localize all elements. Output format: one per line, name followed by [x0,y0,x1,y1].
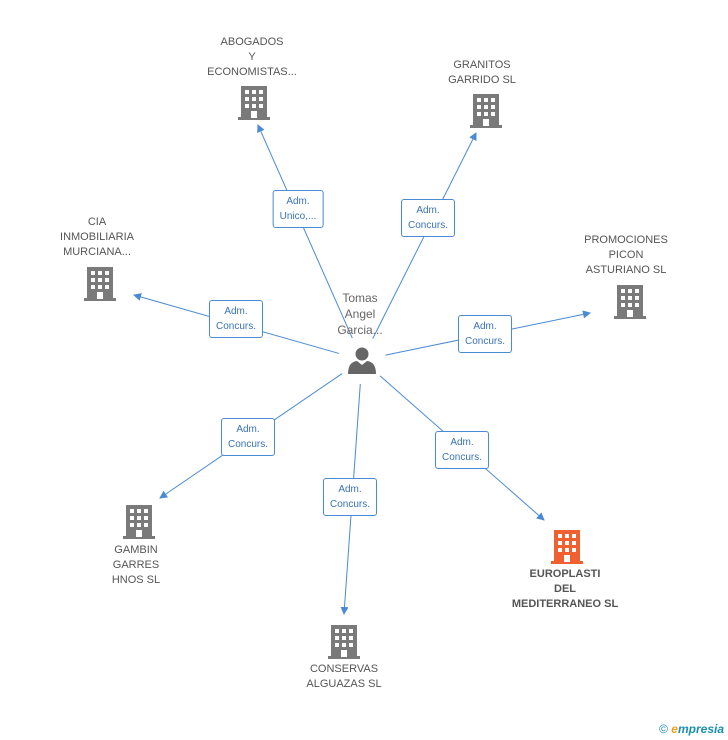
brand-logo-e: e [671,722,678,736]
edge-label-promociones: Adm. Concurs. [457,315,513,353]
edge-label-conservas: Adm. Concurs. [322,478,378,516]
node-label-promociones[interactable]: PROMOCIONES PICON ASTURIANO SL [584,234,668,276]
node-label-europlasti[interactable]: EUROPLASTI DEL MEDITERRANEO SL [511,568,619,610]
building-icon[interactable] [470,94,502,128]
brand-logo-text: mpresia [677,722,724,736]
edge-label-gambin: Adm. Concurs. [220,418,276,456]
edge-label-europlasti: Adm. Concurs. [434,431,490,469]
building-icon[interactable] [551,530,583,564]
copyright-icon: © [659,722,668,736]
footer-brand: © empresia [659,722,724,736]
node-label-abogados[interactable]: ABOGADOS Y ECONOMISTAS... [207,36,297,78]
building-icon[interactable] [614,285,646,319]
person-icon[interactable] [348,347,376,375]
center-person-label[interactable]: Tomas Angel Garcia... [337,291,383,337]
node-label-conservas[interactable]: CONSERVAS ALGUAZAS SL [306,663,382,690]
building-icon[interactable] [238,86,270,120]
node-label-cia[interactable]: CIA INMOBILIARIA MURCIANA... [60,216,134,258]
edge-abogados [257,124,353,339]
building-icon[interactable] [123,505,155,539]
edge-label-abogados: Adm. Unico,... [272,190,324,228]
edge-label-cia: Adm. Concurs. [208,300,264,338]
node-label-gambin[interactable]: GAMBIN GARRES HNOS SL [111,544,161,586]
brand-logo: empresia [671,722,724,736]
building-icon[interactable] [328,625,360,659]
icons-layer [84,86,646,659]
edge-label-granitos: Adm. Concurs. [400,199,456,237]
building-icon[interactable] [84,267,116,301]
node-label-granitos[interactable]: GRANITOS GARRIDO SL [448,59,516,86]
